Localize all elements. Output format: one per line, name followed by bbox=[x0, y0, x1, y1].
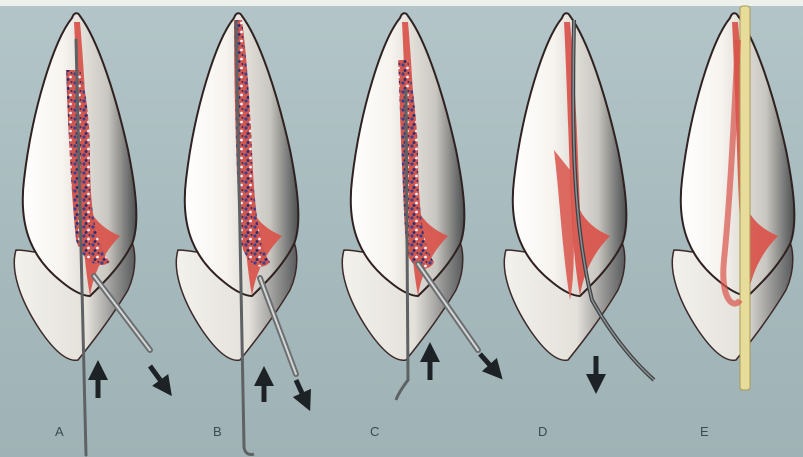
panel-label-e: E bbox=[700, 424, 709, 439]
panel-label-b: B bbox=[213, 424, 222, 439]
gutta-percha-point bbox=[740, 6, 750, 390]
arrow-down-right-icon bbox=[296, 380, 306, 402]
tooth-d bbox=[504, 13, 654, 384]
instrument-hook bbox=[244, 446, 254, 455]
instrument-bend bbox=[396, 380, 408, 400]
tooth-e bbox=[672, 6, 794, 390]
spreader-instrument bbox=[406, 90, 408, 380]
arrow-down-right-icon bbox=[480, 354, 496, 372]
panel-label-c: C bbox=[370, 424, 380, 439]
panel-label-d: D bbox=[538, 424, 548, 439]
arrow-down-right-icon bbox=[150, 366, 166, 388]
tooth-a bbox=[14, 13, 166, 455]
tooth-c bbox=[342, 13, 496, 400]
panel-label-a: A bbox=[55, 424, 64, 439]
tooth-b bbox=[176, 13, 306, 454]
